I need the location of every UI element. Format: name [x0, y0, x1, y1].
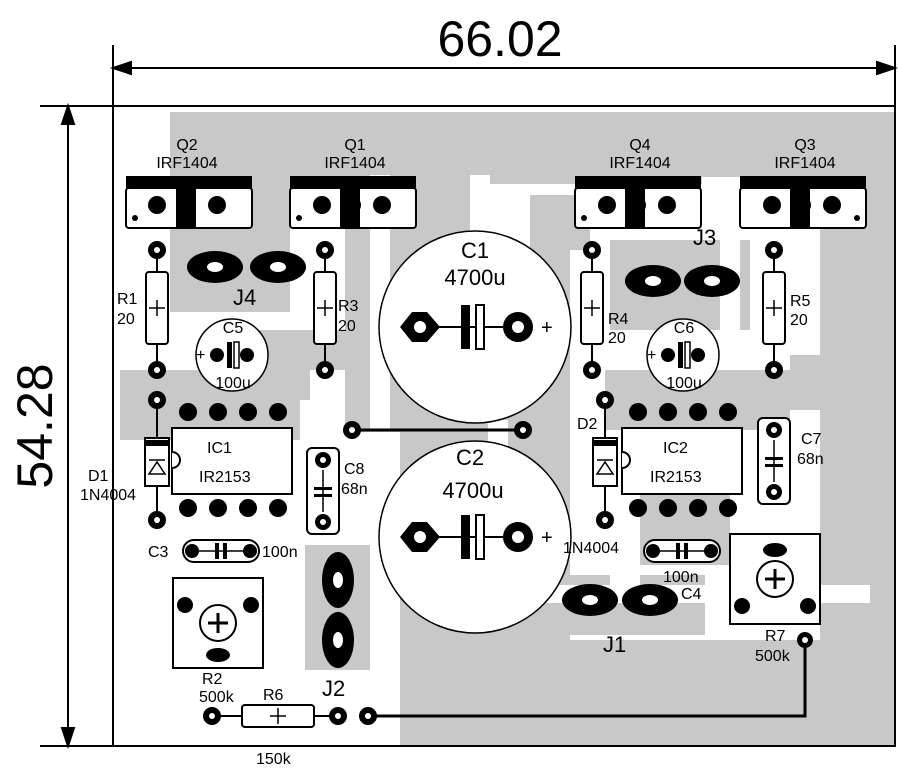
board-outline — [112, 105, 896, 747]
d1-part: 1N4004 — [80, 487, 136, 504]
q3-ref: Q3 — [794, 137, 815, 154]
c5-polarity: + — [196, 347, 205, 364]
resistor-r5 — [762, 241, 786, 379]
j2-label: J2 — [322, 676, 345, 701]
r7-value: 500k — [755, 648, 791, 665]
ic-ic1 — [171, 403, 293, 517]
jumper-wires — [352, 428, 807, 718]
r2-ref: R2 — [202, 671, 223, 688]
d2-part: 1N4004 — [563, 540, 619, 557]
q1-ref: Q1 — [344, 137, 365, 154]
c3-ref: C3 — [148, 544, 169, 561]
c5-ref: C5 — [223, 320, 244, 337]
mosfet-q2 — [125, 176, 253, 229]
ic1-ref: IC1 — [207, 440, 232, 457]
c7-ref: C7 — [801, 431, 822, 448]
d2-ref: D2 — [577, 416, 598, 433]
j4-label: J3 — [693, 225, 716, 250]
trimmer-r7 — [729, 533, 821, 648]
c8-value: 68n — [341, 481, 368, 498]
height-dimension — [40, 102, 113, 750]
capacitor-c6 — [646, 318, 720, 392]
jumper-pads — [343, 421, 532, 439]
c3-value: 100n — [262, 544, 298, 561]
capacitor-c8 — [306, 447, 340, 535]
c5-value: 100u — [215, 375, 251, 392]
r1-value: 20 — [117, 311, 135, 328]
c1-ref: C1 — [461, 238, 489, 263]
j1-label: J1 — [603, 632, 626, 657]
r3-ref: R3 — [338, 298, 359, 315]
diode-d1 — [144, 391, 170, 529]
c4-value: 100n — [663, 569, 699, 586]
d1-ref: D1 — [88, 468, 109, 485]
q3-part: IRF1404 — [774, 155, 835, 172]
c2-polarity: + — [541, 527, 553, 549]
capacitor-c3 — [182, 539, 260, 563]
resistor-r6 — [203, 704, 377, 728]
r7-ref: R7 — [765, 628, 786, 645]
c1-value: 4700u — [444, 265, 505, 290]
r5-ref: R5 — [790, 293, 811, 310]
capacitor-c4 — [643, 539, 721, 563]
diode-d2 — [592, 391, 618, 529]
r3-value: 20 — [338, 318, 356, 335]
q2-part: IRF1404 — [156, 155, 217, 172]
c7-value: 68n — [797, 451, 824, 468]
r6-ref: R6 — [263, 687, 284, 704]
mosfet-q4 — [574, 176, 702, 229]
trimmer-r2 — [172, 577, 264, 669]
c8-ref: C8 — [344, 461, 365, 478]
c6-polarity: + — [647, 347, 656, 364]
connector-j4 — [625, 265, 740, 297]
mosfet-q3 — [739, 176, 867, 229]
connector-j2 — [322, 552, 354, 668]
r2-value: 500k — [199, 689, 235, 706]
q4-ref: Q4 — [629, 137, 650, 154]
r5-value: 20 — [790, 312, 808, 329]
c6-ref: C6 — [674, 320, 695, 337]
resistor-r4 — [580, 241, 604, 379]
capacitor-c2 — [378, 440, 572, 634]
r1-ref: R1 — [117, 291, 138, 308]
ic2-ref: IC2 — [663, 440, 688, 457]
q2-ref: Q2 — [176, 137, 197, 154]
c2-ref: C2 — [456, 445, 484, 470]
j3-label: J4 — [233, 285, 256, 310]
ic-ic2 — [621, 403, 743, 517]
connector-j3 — [187, 251, 306, 283]
width-dimension-label: 66.02 — [437, 11, 562, 67]
mosfet-q1 — [289, 176, 417, 229]
c2-value: 4700u — [442, 478, 503, 503]
q4-part: IRF1404 — [609, 155, 670, 172]
connector-j1 — [562, 584, 678, 616]
r4-value: 20 — [608, 330, 626, 347]
ic1-part: IR2153 — [199, 469, 251, 486]
c4-ref: C4 — [681, 586, 702, 603]
q1-part: IRF1404 — [324, 155, 385, 172]
c1-polarity: + — [541, 317, 553, 339]
r4-ref: R4 — [608, 311, 629, 328]
ic2-part: IR2153 — [650, 469, 702, 486]
r6-value: 150k — [256, 751, 292, 768]
capacitor-c7 — [757, 417, 791, 505]
c6-value: 100u — [666, 375, 702, 392]
capacitor-c5 — [195, 318, 269, 392]
height-dimension-label: 54.28 — [7, 363, 63, 488]
resistor-r3 — [313, 241, 337, 379]
capacitor-c1 — [378, 230, 572, 424]
resistor-r1 — [145, 241, 169, 379]
width-dimension — [109, 45, 898, 106]
